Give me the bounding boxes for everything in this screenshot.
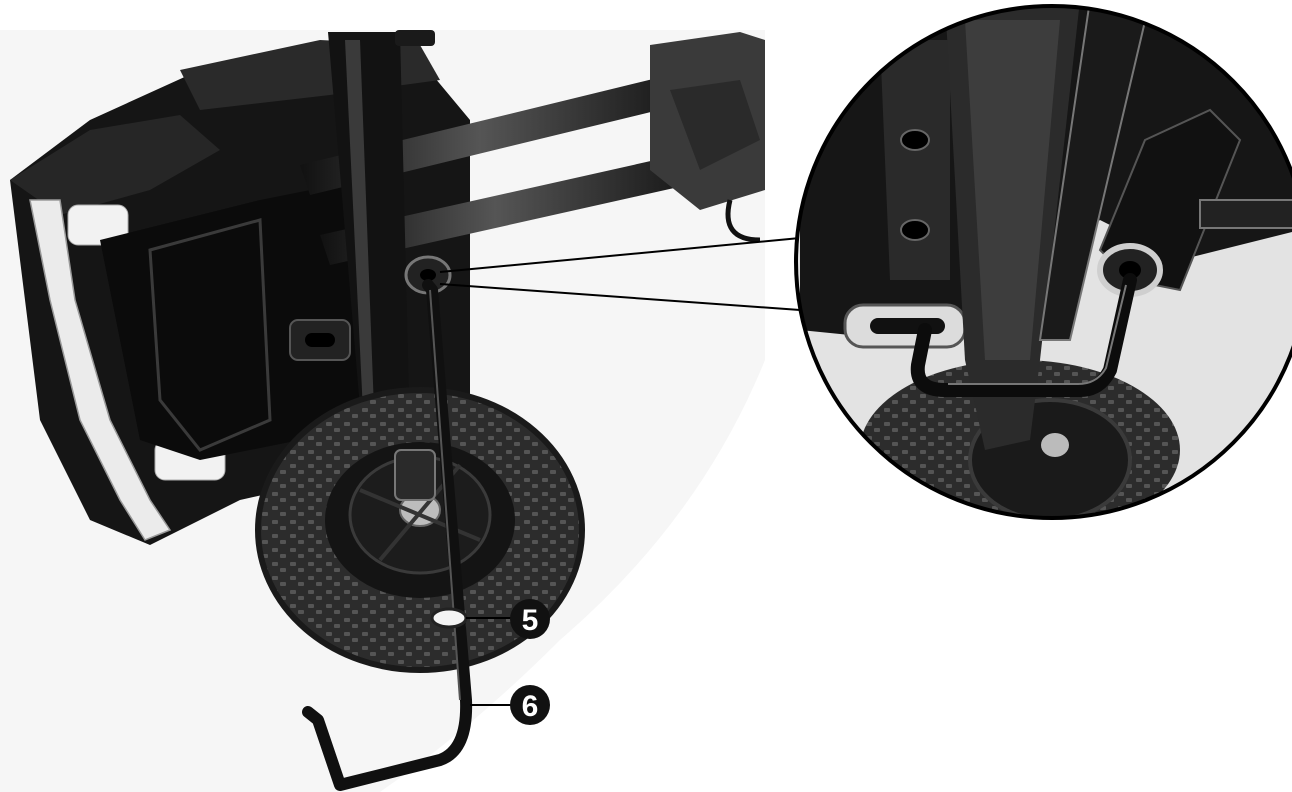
white-tube-joint-top	[67, 204, 129, 246]
callout-6-badge: 6	[510, 685, 550, 725]
zoom-grommet-hole	[1119, 261, 1141, 279]
zoom-slot	[870, 318, 945, 334]
seat-front-lip	[10, 115, 220, 215]
zoom-line-lower	[439, 283, 801, 311]
zoom-line-upper	[439, 237, 801, 273]
zoom-perforated-bracket	[880, 40, 950, 280]
zoom-hook-rod-shine	[948, 284, 1127, 385]
white-frame-tube	[29, 199, 172, 541]
inner-cavity	[100, 180, 370, 460]
hook-rod-shine	[429, 289, 461, 701]
lower-frame-rod	[320, 150, 710, 265]
callout-5-badge: 5	[510, 599, 550, 639]
zoom-bracket-hole-2	[900, 219, 930, 241]
zoom-post-texture	[965, 20, 1060, 360]
zoom-border	[794, 4, 1292, 520]
zoom-inset	[796, 6, 1292, 518]
callout-6-label: 6	[522, 690, 539, 723]
main-photo	[10, 30, 765, 791]
slot-bracket-hole	[305, 333, 335, 347]
zoom-hook-rod	[910, 273, 1137, 397]
inner-bracket	[148, 218, 272, 452]
rod-grommet-hole	[420, 269, 436, 281]
armrest-face	[670, 80, 760, 170]
zoom-hub-bolt	[1041, 433, 1069, 457]
armrest-cable	[725, 199, 761, 243]
callout-5-label: 5	[522, 604, 539, 637]
fork-bracket	[394, 449, 436, 501]
zoom-tube	[1038, 6, 1152, 341]
zoom-bracket-hole-1	[900, 129, 930, 151]
hook-rod	[302, 279, 473, 791]
post-bolt	[395, 30, 435, 46]
washer	[430, 607, 468, 629]
zoom-right-bar	[1199, 199, 1292, 229]
